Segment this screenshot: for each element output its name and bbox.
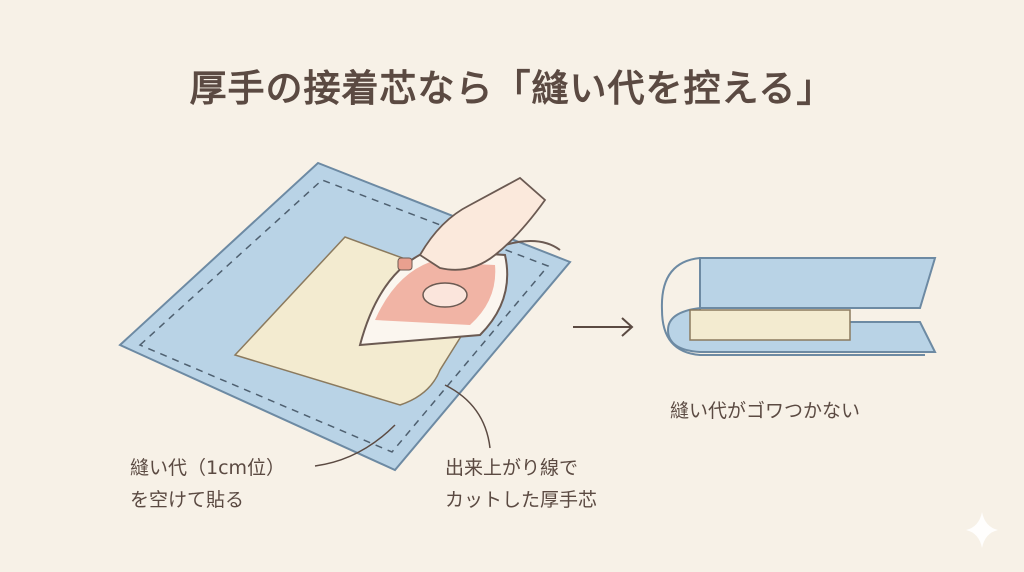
- iron-icon: [358, 240, 561, 347]
- folded-fabric: [660, 257, 937, 356]
- label-line: を空けて貼る: [130, 489, 245, 511]
- leader-line-seam: [314, 424, 396, 467]
- arrow-icon: [573, 317, 634, 337]
- label-line: 縫い代（1cm位）: [130, 457, 286, 479]
- page-title: 厚手の接着芯なら「縫い代を控える」: [189, 67, 835, 110]
- hand-icon: [418, 176, 547, 271]
- sparkle-icon: [966, 512, 998, 548]
- leader-line-interfacing: [444, 384, 491, 449]
- seam-allowance-label: 縫い代（1cm位） を空けて貼る: [130, 452, 285, 516]
- cut-interfacing-label: 出来上がり線で カットした厚手芯: [445, 452, 597, 516]
- label-line: カットした厚手芯: [445, 489, 598, 511]
- label-line: 出来上がり線で: [445, 457, 579, 479]
- result-label: 縫い代がゴワつかない: [670, 400, 861, 422]
